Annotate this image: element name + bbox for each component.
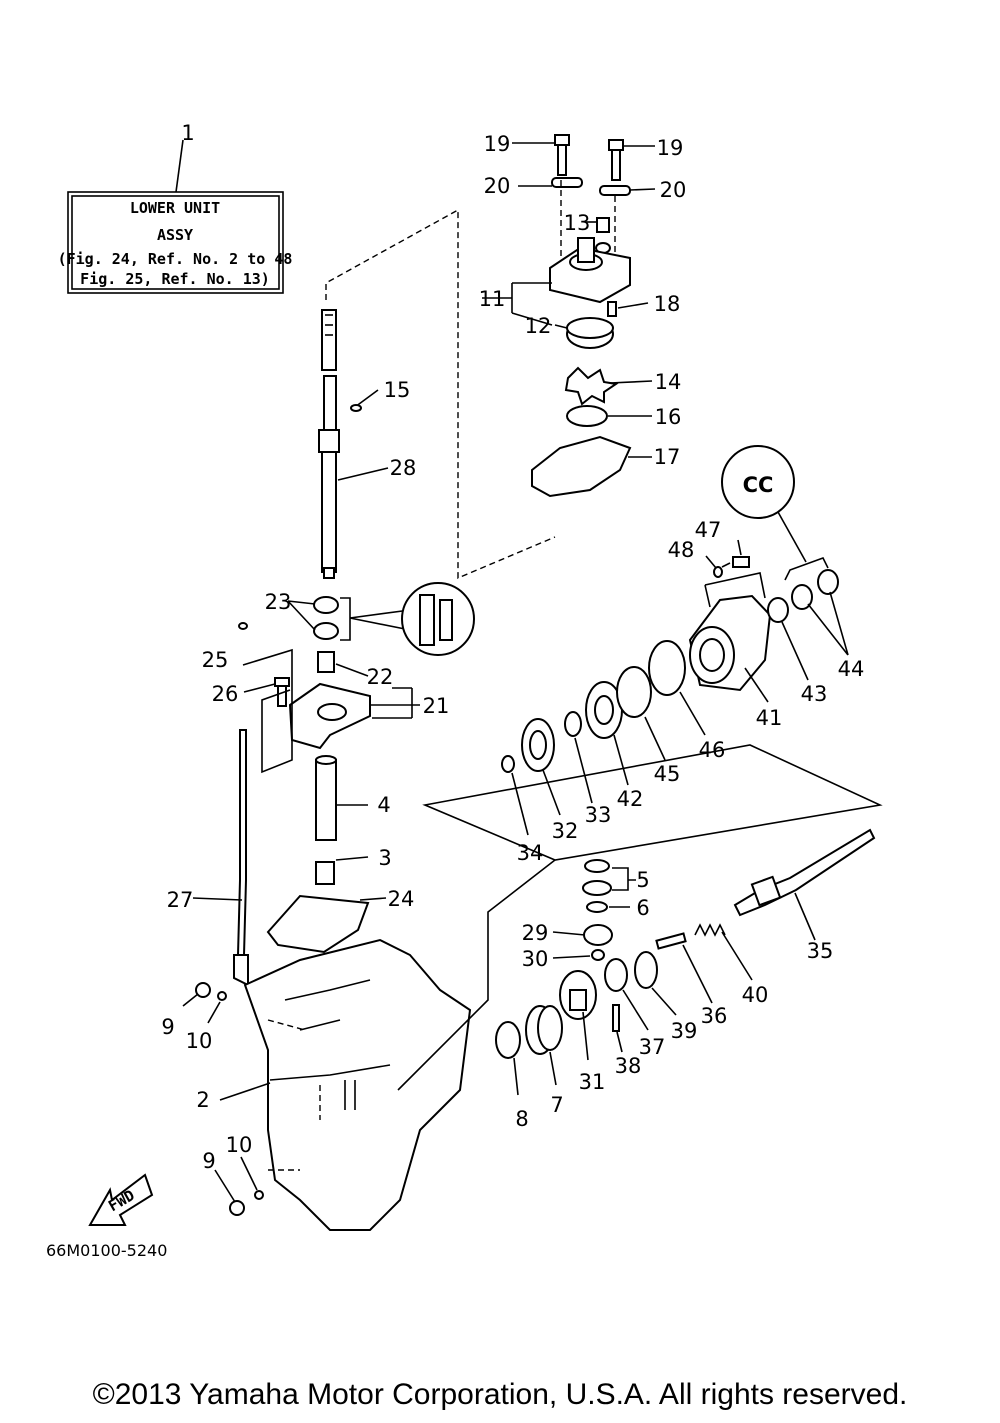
shift-rod [192, 729, 249, 987]
ref-label-14: 14 [655, 370, 682, 394]
ref-label-31: 31 [579, 1070, 606, 1094]
ref-label-18: 18 [654, 292, 681, 316]
ref-label-20a: 20 [484, 174, 511, 198]
ref-label-43: 43 [801, 682, 828, 706]
ref-label-9a: 9 [161, 1015, 174, 1039]
lower-case [182, 938, 472, 1231]
ref-label-21: 21 [423, 694, 450, 718]
water-pump-group [337, 134, 656, 498]
ref-label-20b: 20 [660, 178, 687, 202]
ref-label-19a: 19 [484, 132, 511, 156]
ref-label-25: 25 [202, 648, 229, 672]
ref-label-41: 41 [756, 706, 783, 730]
ref-label-22: 22 [367, 665, 394, 689]
box-line-4: Fig. 25, Ref. No. 13) [80, 270, 270, 288]
ref-label-2: 2 [196, 1088, 209, 1112]
ref-label-13: 13 [564, 211, 591, 235]
ref-label-36: 36 [701, 1004, 728, 1028]
driveshaft [318, 208, 556, 580]
cc-label: CC [743, 473, 774, 497]
ref-label-6: 6 [636, 896, 649, 920]
ref-label-16: 16 [655, 405, 682, 429]
ref-label-38: 38 [615, 1054, 642, 1078]
box-line-3: (Fig. 24, Ref. No. 2 to 48 [58, 250, 293, 268]
ref-label-40: 40 [742, 983, 769, 1007]
ref-label-7: 7 [550, 1093, 563, 1117]
ref-label-26: 26 [212, 682, 239, 706]
shaft-bearing-group [238, 582, 475, 954]
copyright-notice: ©2013 Yamaha Motor Corporation, U.S.A. A… [92, 1378, 908, 1411]
fwd-arrow: FWD [88, 1173, 154, 1226]
ref-label-10a: 10 [186, 1029, 213, 1053]
ref-label-4: 4 [377, 793, 390, 817]
box-line-1: LOWER UNIT [130, 199, 220, 217]
ref-label-24: 24 [388, 887, 415, 911]
ref-label-8: 8 [515, 1107, 528, 1131]
ref-label-45: 45 [654, 762, 681, 786]
ref-label-34: 34 [517, 841, 544, 865]
ref-label-27: 27 [167, 888, 194, 912]
ref-label-30: 30 [522, 947, 549, 971]
ref-label-46: 46 [699, 738, 726, 762]
ref-label-10b: 10 [226, 1133, 253, 1157]
ref-label-37: 37 [639, 1035, 666, 1059]
ref-label-47: 47 [695, 518, 722, 542]
ref-label-23: 23 [265, 590, 292, 614]
lower-unit-assy-box: LOWER UNIT ASSY (Fig. 24, Ref. No. 2 to … [58, 191, 293, 294]
ref-label-3: 3 [378, 846, 391, 870]
ref-labels: 1 2 3 4 5 6 7 8 9 9 10 10 11 12 13 14 15… [161, 121, 864, 1173]
ref-label-11: 11 [479, 287, 506, 311]
ref-label-12: 12 [525, 314, 552, 338]
ref-label-28: 28 [390, 456, 417, 480]
ref-label-32: 32 [552, 819, 579, 843]
ref-label-42: 42 [617, 787, 644, 811]
ref-label-5: 5 [636, 868, 649, 892]
box-line-2: ASSY [157, 226, 193, 244]
ref-label-48: 48 [668, 538, 695, 562]
ref-label-39: 39 [671, 1019, 698, 1043]
ref-label-15: 15 [384, 378, 411, 402]
ref-label-44: 44 [838, 657, 865, 681]
ref-label-9b: 9 [202, 1149, 215, 1173]
prop-shaft-group: CC [397, 445, 883, 1096]
diagram-code: 66M0100-5240 [46, 1241, 167, 1260]
ref-label-19b: 19 [657, 136, 684, 160]
ref-label-35: 35 [807, 939, 834, 963]
ref-label-17: 17 [654, 445, 681, 469]
ref-label-29: 29 [522, 921, 549, 945]
ref-label-1: 1 [181, 121, 194, 145]
ref-label-33: 33 [585, 803, 612, 827]
